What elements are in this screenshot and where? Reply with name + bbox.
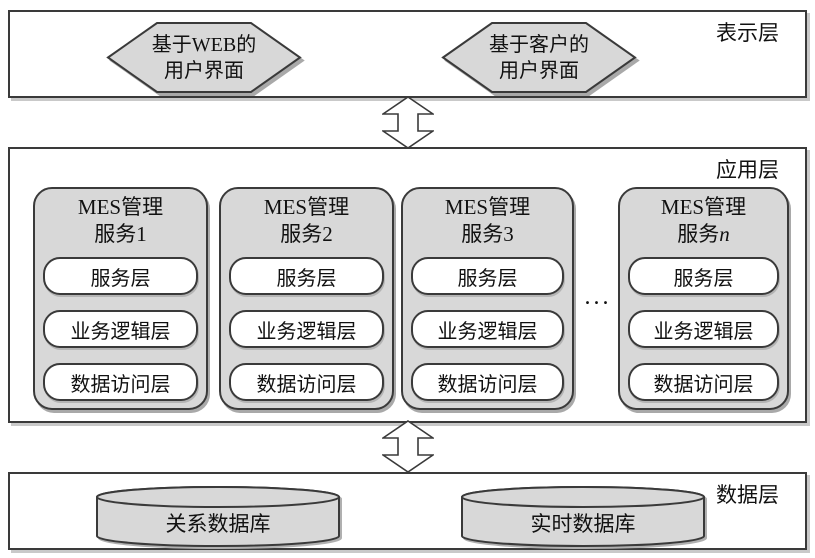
- card-title-line2: 服务3: [461, 222, 514, 246]
- data-layer-label: 数据层: [716, 483, 779, 507]
- mes-service-card-n: MES管理 服务n 服务层 业务逻辑层 数据访问层: [618, 187, 789, 410]
- card-title-line1: MES管理: [660, 195, 747, 219]
- card-title-line2: 服务n: [620, 221, 787, 248]
- relational-db-cylinder: 关系数据库: [94, 484, 342, 550]
- presentation-layer-label: 表示层: [716, 21, 779, 45]
- service-sublayer: 服务层: [411, 257, 564, 295]
- card-title-line2: 服务1: [94, 222, 147, 246]
- card-title-line1: MES管理: [263, 195, 350, 219]
- service-sublayer: 服务层: [229, 257, 384, 295]
- web-ui-hexagon: 基于WEB的 用户界面: [105, 21, 303, 94]
- client-ui-line2: 用户界面: [499, 59, 579, 82]
- data-access-sublayer: 数据访问层: [411, 363, 564, 401]
- service-card-title: MES管理 服务1: [35, 194, 206, 248]
- application-layer-box: 应用层 MES管理 服务1 服务层 业务逻辑层 数据访问层 MES管理 服务2 …: [8, 147, 807, 423]
- mes-service-card-3: MES管理 服务3 服务层 业务逻辑层 数据访问层: [401, 187, 574, 410]
- service-card-title: MES管理 服务n: [620, 194, 787, 248]
- client-ui-hexagon-text: 基于客户的 用户界面: [440, 21, 638, 94]
- data-layer-box: 数据层 关系数据库 实时数据库: [8, 472, 807, 550]
- card-title-line1: MES管理: [444, 195, 531, 219]
- data-access-sublayer: 数据访问层: [43, 363, 198, 401]
- database-cylinder-icon: [96, 486, 340, 547]
- card-title-line2-suffix: n: [719, 222, 730, 246]
- data-access-sublayer: 数据访问层: [628, 363, 779, 401]
- client-ui-line1: 基于客户的: [489, 33, 589, 56]
- mes-service-card-1: MES管理 服务1 服务层 业务逻辑层 数据访问层: [33, 187, 208, 410]
- mes-service-card-2: MES管理 服务2 服务层 业务逻辑层 数据访问层: [219, 187, 394, 410]
- relational-db-label: 关系数据库: [165, 512, 271, 536]
- updown-arrow-icon: [382, 96, 434, 149]
- card-title-line2-prefix: 服务: [677, 222, 720, 246]
- presentation-layer-box: 表示层 基于WEB的 用户界面 基于客户的 用户界面: [8, 10, 807, 98]
- database-cylinder-icon: [461, 486, 705, 547]
- services-ellipsis: ...: [584, 284, 612, 310]
- web-ui-line2: 用户界面: [164, 59, 244, 82]
- card-title-line1: MES管理: [77, 195, 164, 219]
- business-logic-sublayer: 业务逻辑层: [628, 310, 779, 348]
- service-sublayer: 服务层: [43, 257, 198, 295]
- hexagon-shape-icon: [106, 22, 302, 93]
- realtime-db-label: 实时数据库: [530, 512, 636, 536]
- client-ui-hexagon: 基于客户的 用户界面: [440, 21, 638, 94]
- card-title-line2: 服务2: [280, 222, 333, 246]
- web-ui-hexagon-text: 基于WEB的 用户界面: [105, 21, 303, 94]
- updown-arrow-icon: [382, 420, 434, 473]
- hexagon-shape-icon: [441, 22, 637, 93]
- web-ui-line1: 基于WEB的: [151, 33, 257, 56]
- service-card-title: MES管理 服务2: [221, 194, 392, 248]
- business-logic-sublayer: 业务逻辑层: [411, 310, 564, 348]
- business-logic-sublayer: 业务逻辑层: [229, 310, 384, 348]
- data-access-sublayer: 数据访问层: [229, 363, 384, 401]
- realtime-db-cylinder: 实时数据库: [459, 484, 707, 550]
- service-card-title: MES管理 服务3: [403, 194, 572, 248]
- service-sublayer: 服务层: [628, 257, 779, 295]
- business-logic-sublayer: 业务逻辑层: [43, 310, 198, 348]
- application-layer-label: 应用层: [716, 158, 779, 182]
